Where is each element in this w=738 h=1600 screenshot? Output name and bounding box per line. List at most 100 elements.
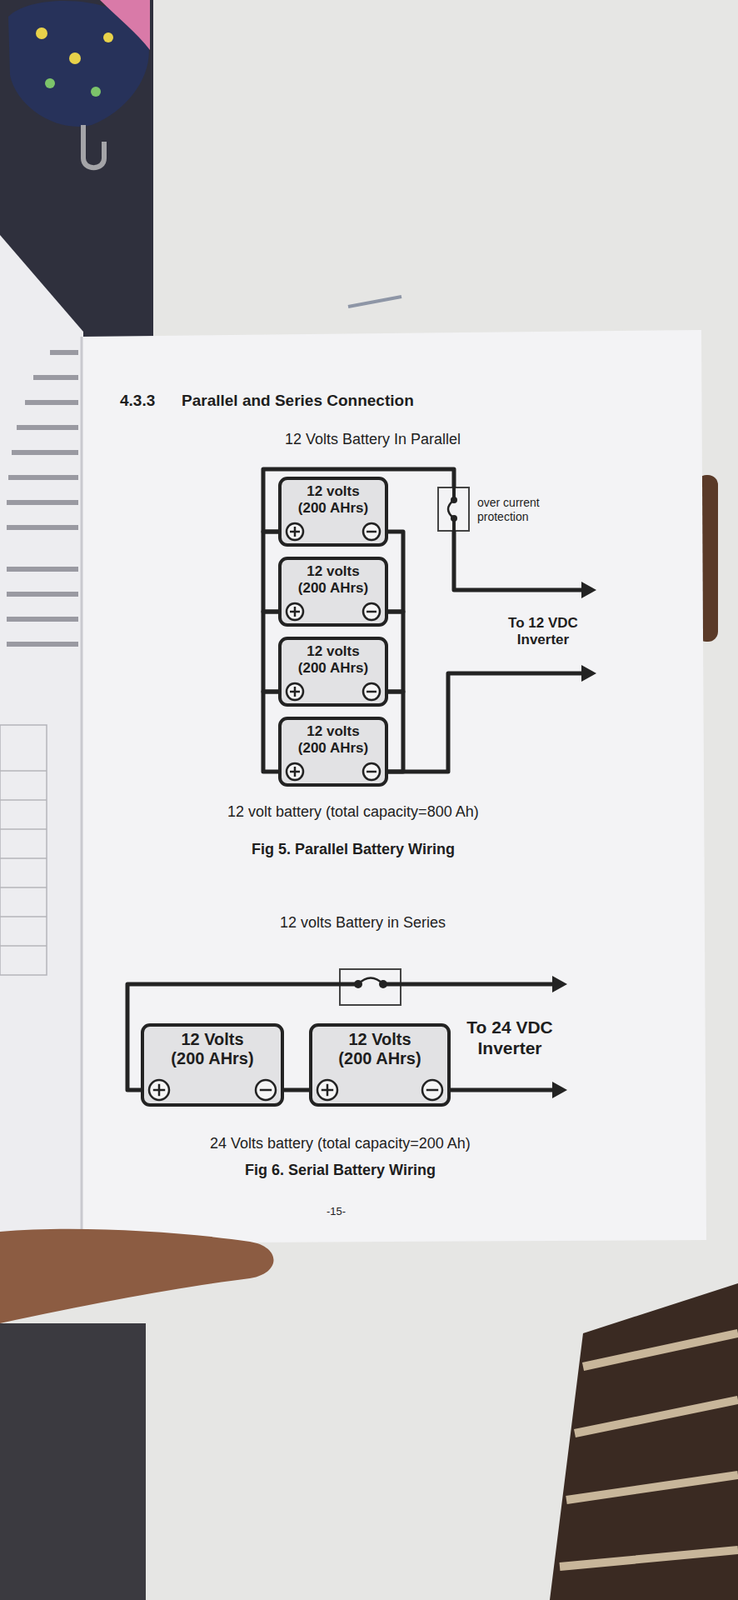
figure-caption: Fig 5. Parallel Battery Wiring — [251, 840, 455, 859]
capacity-note: 12 volt battery (total capacity=800 Ah) — [227, 802, 479, 822]
page-number: -15- — [326, 1204, 346, 1218]
print-bar — [6, 566, 79, 572]
ornament-pink — [99, 0, 150, 50]
terminal-sign — [366, 770, 377, 773]
positive-terminal — [286, 603, 304, 620]
negative-terminal — [363, 683, 380, 700]
battery-rating: 12 Volts (200 AHrs) — [167, 1029, 259, 1068]
print-bar — [24, 399, 79, 405]
cloth — [549, 1282, 738, 1600]
battery-wire — [263, 611, 279, 692]
left-page — [0, 234, 84, 1243]
terminal-sign — [326, 1083, 330, 1096]
left-page-print — [6, 349, 79, 647]
battery-rating: 12 volts (200 AHrs) — [294, 483, 372, 516]
terminal-sign — [259, 1088, 272, 1092]
table-rule — [0, 769, 47, 772]
positive-output-wire — [453, 530, 584, 590]
left-page-table — [0, 724, 47, 975]
section-title: Parallel and Series Connection — [181, 391, 414, 411]
table-rule — [0, 915, 47, 918]
figure-heading: 12 Volts Battery In Parallel — [284, 430, 461, 449]
fuse-dot — [450, 496, 458, 504]
terminal-sign — [158, 1083, 161, 1096]
terminal-sign — [426, 1088, 439, 1092]
fuse-box — [339, 968, 401, 1005]
battery-rating: 12 Volts (200 AHrs) — [334, 1029, 426, 1068]
terminal-sign — [294, 606, 297, 617]
cloth-stripes — [559, 1332, 738, 1566]
inverter-label: To 12 VDC Inverter — [501, 614, 585, 649]
terminal-sign — [366, 690, 377, 694]
output-arrowhead — [552, 975, 568, 993]
terminal-sign — [294, 686, 297, 697]
positive-terminal — [286, 523, 304, 540]
battery-wire — [388, 691, 404, 772]
table-rule — [0, 827, 47, 830]
positive-terminal — [149, 1079, 170, 1100]
print-bar — [16, 424, 79, 430]
wall-nail — [348, 296, 402, 307]
ornament-dot — [69, 52, 81, 65]
inverter-label: To 24 VDC Inverter — [458, 1016, 562, 1058]
figure-caption: Fig 6. Serial Battery Wiring — [244, 1161, 436, 1180]
print-bar — [6, 524, 79, 530]
print-bar — [6, 641, 79, 647]
hand — [0, 1228, 275, 1323]
positive-terminal — [286, 683, 304, 700]
section-number: 4.3.3 — [119, 391, 155, 411]
battery-box: 12 volts (200 AHrs) — [278, 476, 389, 547]
fuse-label: over current protection — [477, 495, 561, 524]
negative-output-wire — [388, 673, 584, 772]
battery-rating: 12 volts (200 AHrs) — [294, 723, 372, 756]
battery-box: 12 volts (200 AHrs) — [278, 716, 389, 787]
output-arrowhead — [552, 1081, 568, 1098]
fuse-box — [438, 487, 469, 531]
print-bar — [6, 499, 79, 505]
print-bar — [33, 374, 79, 380]
negative-output-wire — [450, 1087, 554, 1093]
battery-rating: 12 volts (200 AHrs) — [294, 643, 372, 676]
ornament-dot — [103, 32, 114, 43]
figure-heading: 12 volts Battery in Series — [279, 913, 446, 933]
terminal-sign — [366, 610, 377, 614]
negative-terminal — [363, 762, 380, 780]
capacity-note: 24 Volts battery (total capacity=200 Ah) — [209, 1134, 471, 1153]
fuse-symbol — [438, 487, 469, 531]
output-arrowhead — [581, 664, 597, 682]
table-rule — [0, 798, 47, 801]
battery-box: 12 volts (200 AHrs) — [278, 636, 389, 707]
negative-terminal — [255, 1079, 276, 1100]
battery-wire — [388, 611, 404, 692]
output-arrowhead — [581, 581, 597, 599]
battery-box: 12 volts (200 AHrs) — [278, 556, 389, 627]
print-bar — [8, 474, 79, 480]
fuse-dot — [450, 514, 458, 522]
negative-terminal — [422, 1079, 443, 1100]
table-frame — [0, 724, 47, 975]
terminal-sign — [294, 526, 297, 537]
ornament-dot — [90, 86, 101, 97]
table-rule — [0, 944, 47, 947]
table-rule — [0, 857, 47, 859]
dark-floor — [0, 1322, 146, 1600]
battery-wire — [263, 691, 279, 772]
negative-terminal — [363, 603, 380, 620]
print-bar — [49, 349, 79, 355]
metal-hook — [83, 124, 105, 168]
table-rule — [0, 886, 47, 888]
print-bar — [6, 616, 79, 622]
battery-wire — [388, 531, 404, 612]
terminal-sign — [294, 766, 297, 777]
battery-box: 12 Volts (200 AHrs) — [309, 1022, 451, 1107]
print-bar — [6, 591, 79, 597]
negative-terminal — [363, 523, 380, 540]
ornament-dot — [35, 27, 48, 40]
battery-wire — [263, 531, 279, 612]
ornament-dot — [44, 78, 55, 89]
battery-rating: 12 volts (200 AHrs) — [294, 563, 372, 596]
